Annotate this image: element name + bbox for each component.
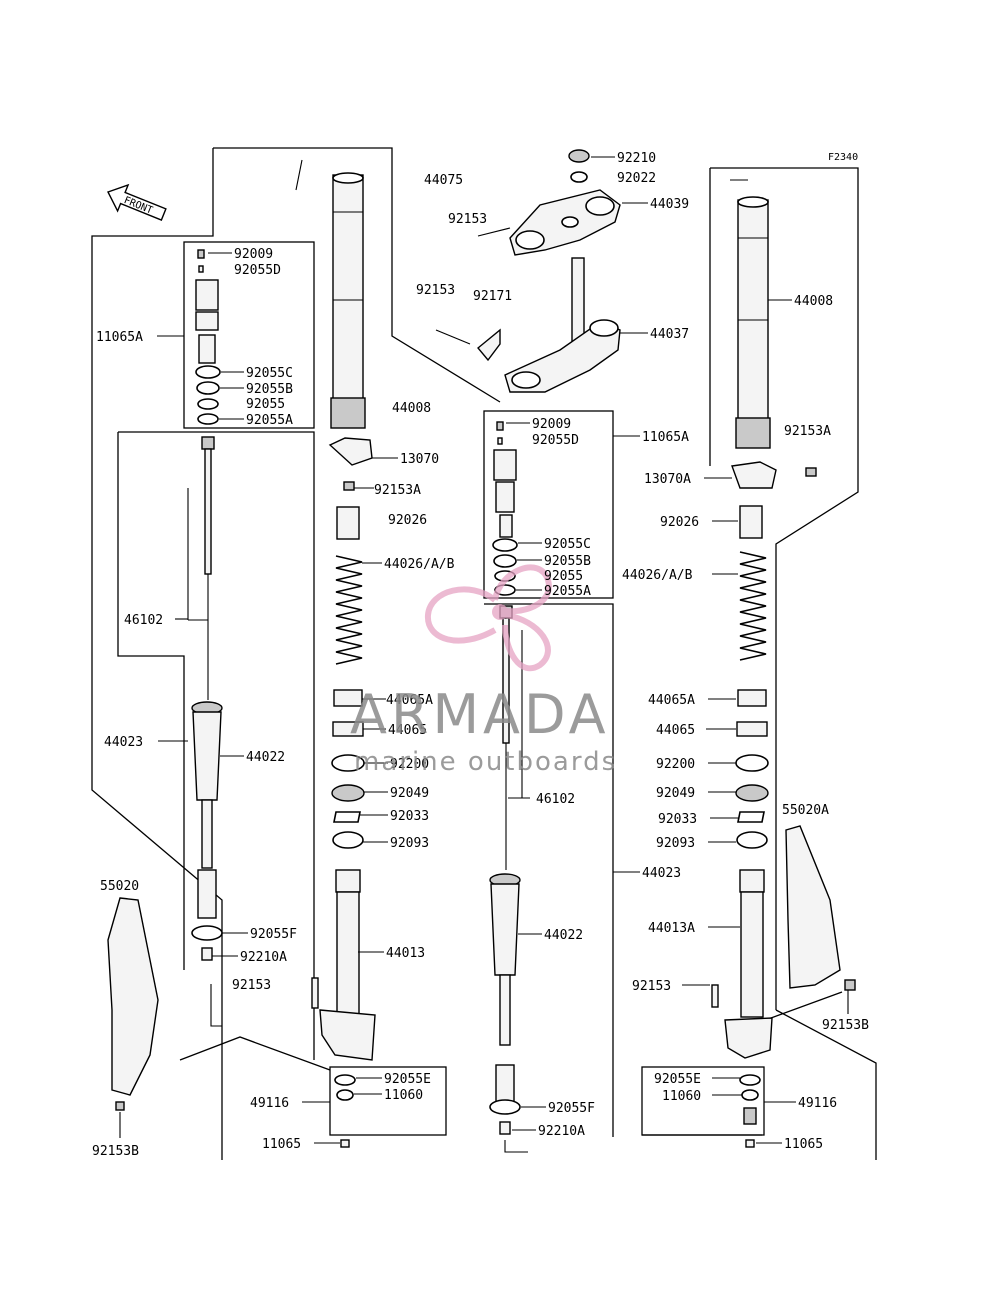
label-92033-left: 92033 [390,809,429,824]
label-44065-left: 44065 [388,723,427,738]
label-92022: 92022 [617,171,656,186]
label-92171: 92171 [473,289,512,304]
label-92026-right: 92026 [660,515,699,530]
front-arrow-icon: FRONT [107,183,167,221]
label-92210: 92210 [617,151,656,166]
callout-labels: F2340 44075 92210 92022 44039 92153 9215… [92,151,869,1159]
label-92055E-right: 92055E [654,1072,701,1087]
label-44022-center: 44022 [544,928,583,943]
label-92009-center: 92009 [532,417,571,432]
label-44075: 44075 [424,173,463,188]
damper-rod-left [187,436,223,1027]
label-92055F-center: 92055F [548,1101,595,1116]
label-44013: 44013 [386,946,425,961]
label-44039: 44039 [650,197,689,212]
label-92055C-center: 92055C [544,537,591,552]
label-92200-left: 92200 [390,757,429,772]
label-92153-mid: 92153 [416,283,455,298]
armada-logo-icon [424,564,552,672]
diagram-frames [91,147,877,1160]
label-92055-center: 92055 [544,569,583,584]
label-11065-right: 11065 [784,1137,823,1152]
label-44065A-right: 44065A [648,693,695,708]
label-92055C-left: 92055C [246,366,293,381]
label-92153B-right: 92153B [822,1018,869,1033]
label-92055F-left: 92055F [250,927,297,942]
label-49116-right: 49116 [798,1096,837,1111]
label-13070: 13070 [400,452,439,467]
label-55020A: 55020A [782,803,829,818]
label-49116-left: 49116 [250,1096,289,1111]
label-44008-left: 44008 [392,401,431,416]
fork-guard-left [107,897,159,1111]
label-44013A: 44013A [648,921,695,936]
upper-triple-clamp [477,149,621,256]
label-44065A-left: 44065A [386,693,433,708]
label-92153-bottom-left: 92153 [232,978,271,993]
cartridge-parts-left [195,249,221,425]
damper-rod-center [489,605,530,1153]
lower-triple-clamp [435,257,621,393]
label-92009-left: 92009 [234,247,273,262]
label-13070A: 13070A [644,472,691,487]
label-44023-left: 44023 [104,735,143,750]
label-46102-center: 46102 [536,792,575,807]
label-92093-right: 92093 [656,836,695,851]
label-11065A-center: 11065A [642,430,689,445]
label-44026-right: 44026/A/B [622,568,693,583]
label-92200-right: 92200 [656,757,695,772]
watermark-tagline: marine outboards [354,747,617,777]
cartridge-parts-center [492,421,518,596]
label-44037: 44037 [650,327,689,342]
watermark: ARMADA marine outboards [350,683,617,777]
label-92093-left: 92093 [390,836,429,851]
label-92026-left: 92026 [388,513,427,528]
label-46102-left: 46102 [124,613,163,628]
label-92153-bottom-right: 92153 [632,979,671,994]
inner-stack-left [311,437,376,1148]
label-92055A-center: 92055A [544,584,591,599]
label-92055D-center: 92055D [532,433,579,448]
label-92210A-center: 92210A [538,1124,585,1139]
label-11065-left: 11065 [262,1137,301,1152]
label-92055B-left: 92055B [246,382,293,397]
label-92055E-left: 92055E [384,1072,431,1087]
label-11060-left: 11060 [384,1088,423,1103]
label-44022-left: 44022 [246,750,285,765]
label-92049-right: 92049 [656,786,695,801]
label-92055-left: 92055 [246,397,285,412]
label-92153A-right: 92153A [784,424,831,439]
label-92153B-left: 92153B [92,1144,139,1159]
outer-tube-left [295,159,366,429]
label-44023-center: 44023 [642,866,681,881]
label-92153A-left: 92153A [374,483,421,498]
label-92055B-center: 92055B [544,554,591,569]
watermark-brand: ARMADA [350,683,610,746]
label-92210A-left: 92210A [240,950,287,965]
label-44065-right: 44065 [656,723,695,738]
label-11065A-left: 11065A [96,330,143,345]
diagram-code: F2340 [828,152,858,163]
label-92055D-left: 92055D [234,263,281,278]
label-92153-top: 92153 [448,212,487,227]
label-92033-right: 92033 [658,812,697,827]
label-44026-left: 44026/A/B [384,557,455,572]
label-92055A-left: 92055A [246,413,293,428]
fork-guard-right [785,825,856,991]
label-55020: 55020 [100,879,139,894]
label-92049-left: 92049 [390,786,429,801]
label-11060-right: 11060 [662,1089,701,1104]
outer-tube-right [711,179,817,1148]
label-44008-right: 44008 [794,294,833,309]
